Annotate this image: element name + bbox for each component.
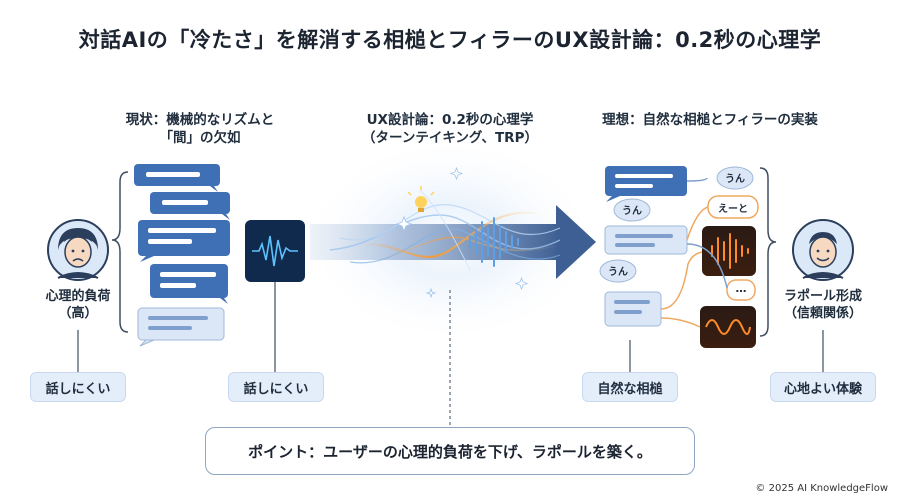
right-bubble-1 (605, 166, 687, 202)
copyright: © 2025 AI KnowledgeFlow (755, 483, 888, 494)
bubble-un-1: うん (622, 206, 642, 217)
right-person-label: ラポール形成 （信頼関係） (770, 288, 876, 322)
left-bubble-3 (138, 220, 230, 262)
left-bubble-5 (137, 307, 225, 347)
bubble-eeto: えーと (718, 204, 748, 215)
bubble-un-3-shape (716, 166, 754, 190)
bubble-un-3: うん (725, 174, 745, 185)
left-heading-line2: 「間」の欠如 (159, 130, 241, 146)
pill-right-person: 心地よい体験 (770, 372, 876, 402)
orange-waveform-2 (700, 306, 756, 348)
left-bubble-4 (150, 264, 228, 304)
left-person-label: 心理的負荷 （高） (28, 288, 128, 322)
waveform-icon (245, 220, 305, 282)
bubble-dots: … (735, 282, 747, 295)
left-bubble-1 (134, 164, 220, 192)
right-person-label-line1: ラポール形成 (783, 289, 862, 304)
right-bubble-2 (604, 225, 688, 255)
right-bubble-3 (604, 291, 662, 327)
pill-right-chat: 自然な相槌 (582, 372, 678, 402)
pill-left-wave: 話しにくい (228, 372, 324, 402)
left-person-label-line2: （高） (58, 306, 98, 321)
happy-person-icon (792, 219, 854, 281)
left-section-heading: 現状：機械的なリズムと 「間」の欠如 (105, 111, 295, 147)
orange-waveform-1 (702, 226, 756, 276)
right-section-heading: 理想：自然な相槌とフィラーの実装 (602, 112, 818, 128)
bubble-un-2-shape (599, 259, 637, 283)
point-box: ポイント：ユーザーの心理的負荷を下げ、ラポールを築く。 (205, 427, 695, 475)
left-bubble-2 (150, 192, 230, 220)
bubble-un-2: うん (608, 267, 628, 278)
center-waveform (469, 217, 519, 267)
right-person-label-line2: （信頼関係） (783, 306, 862, 321)
left-person-label-line1: 心理的負荷 (45, 289, 111, 304)
right-chat-stack (599, 166, 759, 348)
left-chat-stack (134, 164, 230, 347)
sad-person-icon (47, 219, 109, 281)
pill-left-person: 話しにくい (30, 372, 126, 402)
sparkles (395, 166, 529, 299)
center-heading-line1: UX設計論：0.2秒の心理学 (366, 112, 534, 128)
lightbulb-icon (407, 186, 435, 212)
right-bracket (759, 167, 777, 337)
bubble-un-1-shape (613, 198, 651, 222)
bubble-dots-shape (726, 279, 756, 301)
left-heading-line1: 現状：機械的なリズムと (125, 112, 275, 128)
right-flow-lines (660, 177, 728, 328)
page-title: 対話AIの「冷たさ」を解消する相槌とフィラーのUX設計論：0.2秒の心理学 (78, 28, 822, 52)
left-bracket (111, 171, 129, 333)
